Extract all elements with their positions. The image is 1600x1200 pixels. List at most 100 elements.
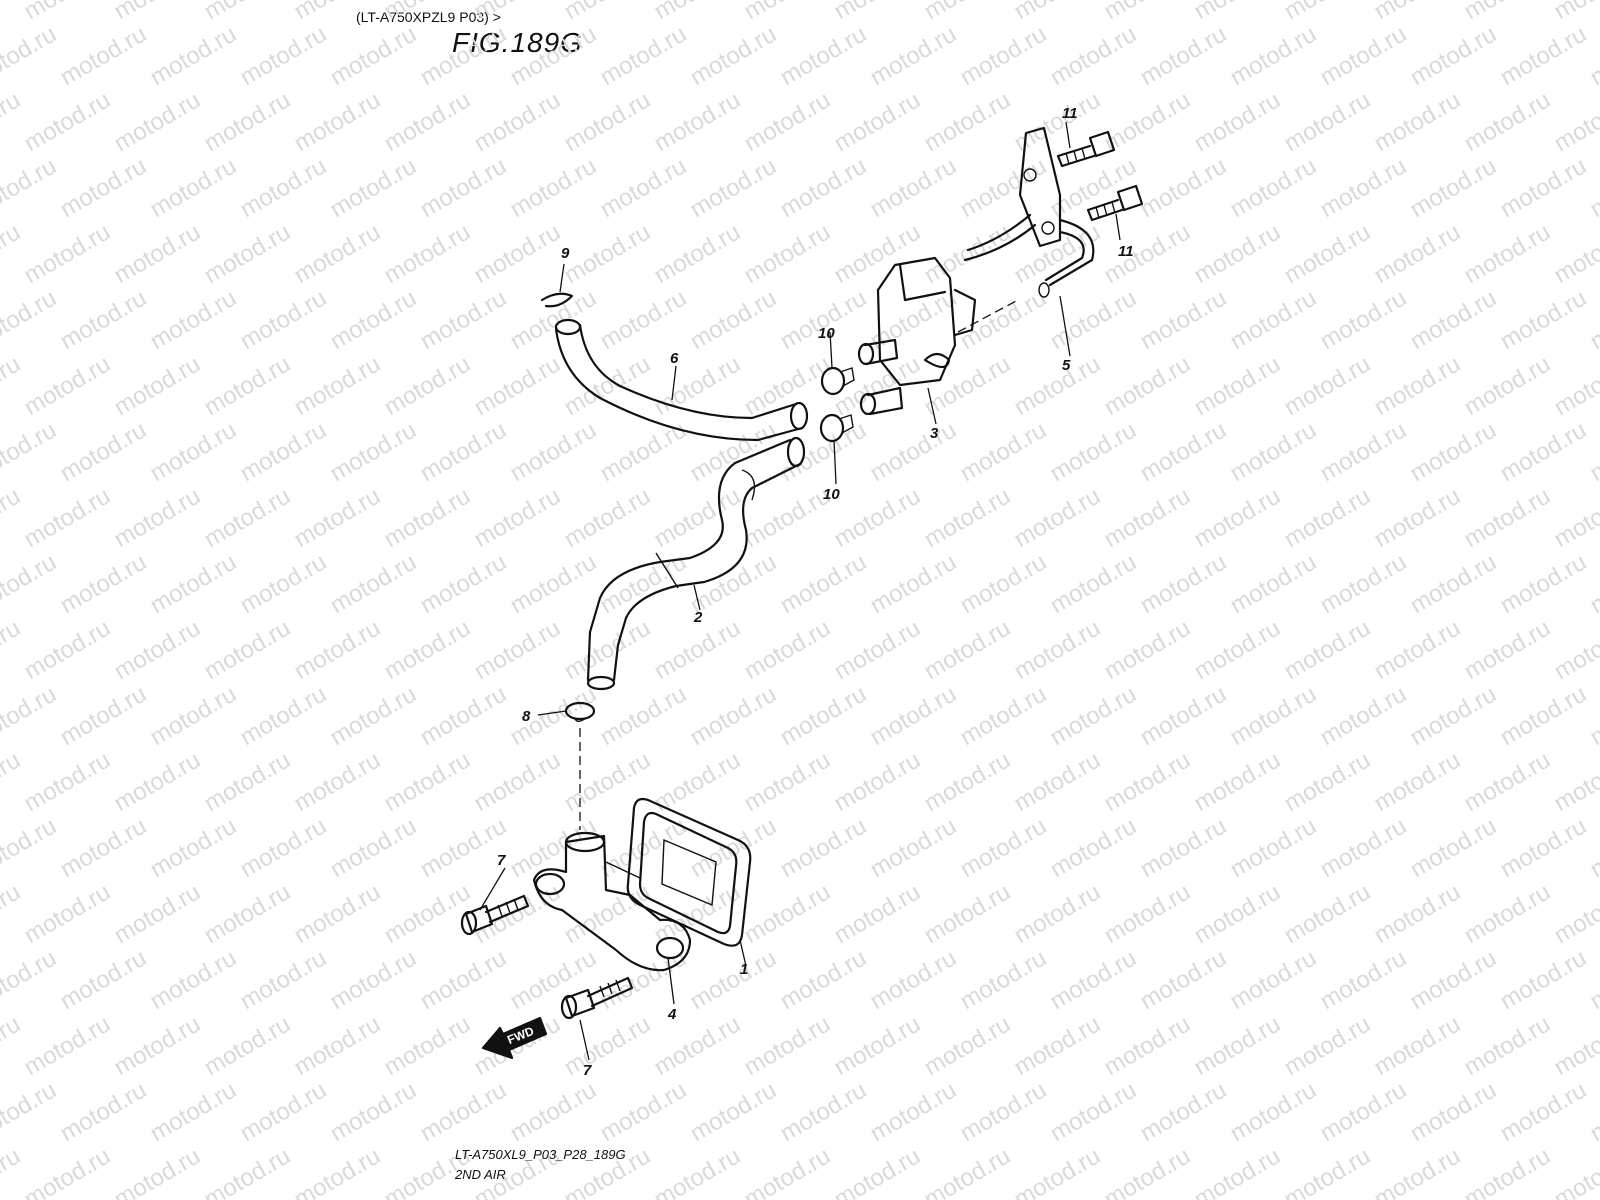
pipe-5[interactable]: [963, 126, 1095, 298]
watermark-text: motod.ru: [956, 680, 1052, 751]
watermark-text: motod.ru: [1100, 746, 1196, 817]
watermark-text: motod.ru: [686, 944, 782, 1015]
watermark-text: motod.ru: [236, 284, 332, 355]
watermark-text: motod.ru: [0, 812, 61, 883]
watermark-text: motod.ru: [1100, 0, 1196, 25]
watermark-text: motod.ru: [236, 944, 332, 1015]
watermark-text: motod.ru: [740, 614, 836, 685]
clamp-10-upper[interactable]: [820, 366, 855, 396]
watermark-text: motod.ru: [146, 944, 242, 1015]
clip-9[interactable]: [540, 292, 574, 308]
watermark-text: motod.ru: [740, 1010, 836, 1081]
watermark-text: motod.ru: [1316, 680, 1412, 751]
callout-11-lower: 11: [1118, 243, 1134, 260]
footer-figure-code: LT-A750XL9_P03_P28_189G: [455, 1147, 626, 1162]
watermark-text: motod.ru: [290, 614, 386, 685]
forward-arrow-icon: FWD: [481, 1016, 548, 1060]
watermark-text: motod.ru: [830, 86, 926, 157]
watermark-text: motod.ru: [1406, 680, 1502, 751]
watermark-text: motod.ru: [20, 1142, 116, 1200]
hose-2[interactable]: [586, 436, 806, 691]
watermark-text: motod.ru: [506, 20, 602, 91]
reed-body-4[interactable]: [532, 831, 692, 972]
watermark-text: motod.ru: [956, 944, 1052, 1015]
watermark-text: motod.ru: [1046, 20, 1142, 91]
watermark-text: motod.ru: [200, 86, 296, 157]
watermark-text: motod.ru: [956, 548, 1052, 619]
valve-3[interactable]: [857, 256, 977, 416]
watermark-text: motod.ru: [0, 680, 61, 751]
bolt-7-upper[interactable]: [460, 894, 530, 936]
watermark-text: motod.ru: [200, 218, 296, 289]
watermark-text: motod.ru: [200, 1010, 296, 1081]
bolt-11-lower[interactable]: [1086, 184, 1144, 222]
watermark-text: motod.ru: [1316, 284, 1412, 355]
watermark-text: motod.ru: [1460, 350, 1556, 421]
watermark-text: motod.ru: [1010, 614, 1106, 685]
watermark-text: motod.ru: [146, 20, 242, 91]
watermark-text: motod.ru: [776, 416, 872, 487]
watermark-text: motod.ru: [596, 20, 692, 91]
watermark-text: motod.ru: [1280, 218, 1376, 289]
watermark-text: motod.ru: [1586, 812, 1600, 883]
gasket-1[interactable]: [626, 797, 752, 947]
watermark-text: motod.ru: [830, 746, 926, 817]
watermark-text: motod.ru: [0, 20, 61, 91]
watermark-text: motod.ru: [326, 812, 422, 883]
watermark-text: motod.ru: [20, 878, 116, 949]
watermark-text: motod.ru: [1586, 680, 1600, 751]
watermark-text: motod.ru: [470, 218, 566, 289]
watermark-text: motod.ru: [146, 152, 242, 223]
watermark-text: motod.ru: [1280, 0, 1376, 25]
watermark-text: motod.ru: [1100, 218, 1196, 289]
callout-5: 5: [1062, 357, 1071, 374]
watermark-text: motod.ru: [1280, 878, 1376, 949]
callout-7-lower: 7: [583, 1062, 592, 1079]
watermark-text: motod.ru: [776, 812, 872, 883]
hose-6[interactable]: [554, 318, 809, 442]
watermark-text: motod.ru: [1460, 1010, 1556, 1081]
watermark-text: motod.ru: [1190, 86, 1286, 157]
watermark-text: motod.ru: [1370, 218, 1466, 289]
watermark-text: motod.ru: [20, 746, 116, 817]
watermark-text: motod.ru: [416, 680, 512, 751]
watermark-text: motod.ru: [380, 350, 476, 421]
watermark-text: motod.ru: [740, 746, 836, 817]
watermark-text: motod.ru: [1550, 482, 1600, 553]
watermark-text: motod.ru: [506, 680, 602, 751]
watermark-text: motod.ru: [1226, 152, 1322, 223]
watermark-text: motod.ru: [0, 482, 25, 553]
watermark-text: motod.ru: [416, 548, 512, 619]
watermark-text: motod.ru: [596, 284, 692, 355]
watermark-text: motod.ru: [1280, 482, 1376, 553]
watermark-text: motod.ru: [506, 548, 602, 619]
bolt-7-lower[interactable]: [560, 976, 634, 1020]
bolt-11-upper[interactable]: [1056, 130, 1116, 168]
watermark-text: motod.ru: [290, 218, 386, 289]
watermark-text: motod.ru: [1046, 548, 1142, 619]
watermark-text: motod.ru: [596, 152, 692, 223]
watermark-text: motod.ru: [0, 218, 25, 289]
watermark-text: motod.ru: [776, 1076, 872, 1147]
watermark-text: motod.ru: [1280, 1142, 1376, 1200]
watermark-text: motod.ru: [1496, 680, 1592, 751]
watermark-text: motod.ru: [740, 86, 836, 157]
watermark-text: motod.ru: [740, 878, 836, 949]
clamp-10-lower[interactable]: [819, 413, 854, 443]
watermark-text: motod.ru: [1370, 1010, 1466, 1081]
watermark-text: motod.ru: [1190, 218, 1286, 289]
watermark-text: motod.ru: [200, 614, 296, 685]
watermark-text: motod.ru: [470, 482, 566, 553]
watermark-text: motod.ru: [1010, 1010, 1106, 1081]
watermark-text: motod.ru: [0, 878, 25, 949]
watermark-text: motod.ru: [0, 1076, 61, 1147]
watermark-text: motod.ru: [1316, 416, 1412, 487]
watermark-text: motod.ru: [380, 614, 476, 685]
watermark-text: motod.ru: [0, 548, 61, 619]
watermark-text: motod.ru: [830, 0, 926, 25]
watermark-text: motod.ru: [560, 350, 656, 421]
watermark-text: motod.ru: [1496, 20, 1592, 91]
watermark-text: motod.ru: [1550, 878, 1600, 949]
watermark-text: motod.ru: [830, 218, 926, 289]
watermark-text: motod.ru: [740, 0, 836, 25]
